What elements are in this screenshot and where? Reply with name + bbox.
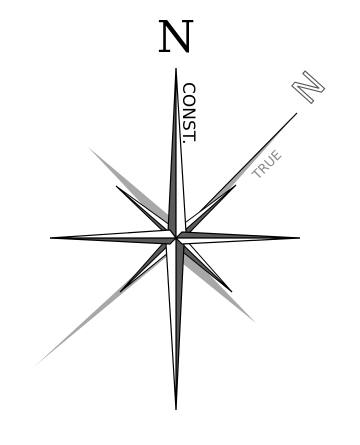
west-point-light — [50, 230, 176, 238]
true-label: TRUE — [249, 148, 285, 184]
constant-north-label: CONST. — [178, 82, 198, 145]
east-point-dark — [176, 232, 300, 238]
west-point-dark — [50, 238, 176, 244]
east-point-light — [176, 238, 300, 244]
cardinal-points — [50, 68, 300, 410]
south-point-dark — [176, 238, 184, 410]
south-point-light — [166, 238, 176, 410]
true-north-label: N — [285, 65, 333, 112]
north-point-dark — [168, 68, 176, 238]
north-label: N — [157, 12, 196, 63]
